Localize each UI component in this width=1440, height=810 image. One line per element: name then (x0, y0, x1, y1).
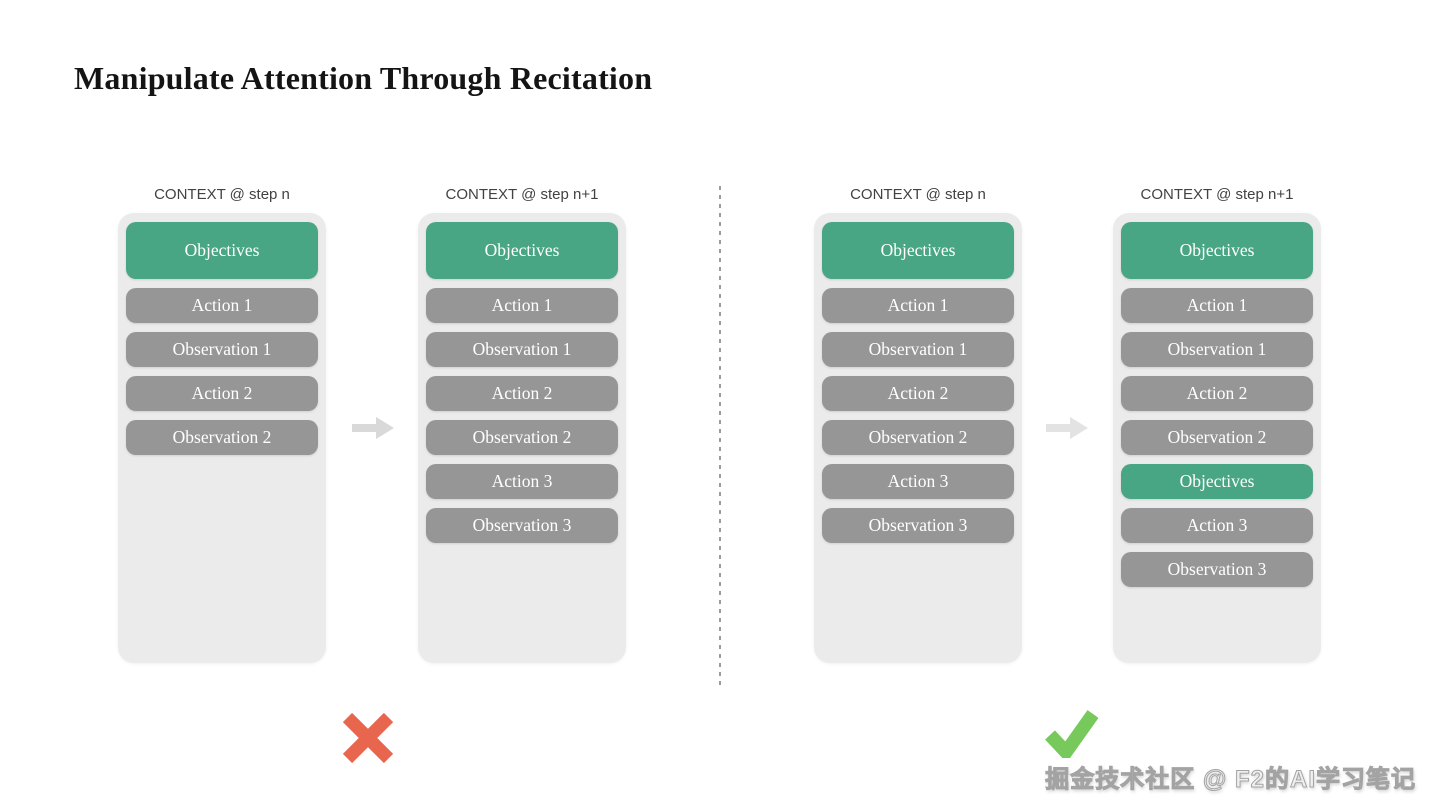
context-item-objectives: Objectives (126, 222, 318, 279)
context-item-observation: Observation 1 (1121, 332, 1313, 367)
context-panel-step-n-right: CONTEXT @ step n Objectives Action 1 Obs… (814, 185, 1022, 663)
context-panel-step-n-left: CONTEXT @ step n Objectives Action 1 Obs… (118, 185, 326, 663)
context-panel: Objectives Action 1 Observation 1 Action… (814, 213, 1022, 663)
dashed-divider (719, 186, 721, 690)
context-item-action: Action 2 (126, 376, 318, 411)
context-item-observation: Observation 3 (822, 508, 1014, 543)
context-item-objectives: Objectives (426, 222, 618, 279)
page-title: Manipulate Attention Through Recitation (74, 60, 653, 96)
context-item-objectives: Objectives (822, 222, 1014, 279)
context-item-action: Action 3 (1121, 508, 1313, 543)
context-item-observation: Observation 3 (426, 508, 618, 543)
context-panel-step-n1-right: CONTEXT @ step n+1 Objectives Action 1 O… (1113, 185, 1321, 663)
context-item-observation: Observation 2 (1121, 420, 1313, 455)
context-panel-header: CONTEXT @ step n (850, 186, 986, 203)
context-item-action: Action 2 (426, 376, 618, 411)
context-item-action: Action 3 (426, 464, 618, 499)
context-item-action: Action 1 (1121, 288, 1313, 323)
context-panel-header: CONTEXT @ step n+1 (1140, 186, 1294, 203)
context-item-observation: Observation 1 (822, 332, 1014, 367)
context-item-observation: Observation 2 (126, 420, 318, 455)
context-panel-header: CONTEXT @ step n (154, 186, 290, 203)
context-item-action: Action 1 (822, 288, 1014, 323)
context-item-action: Action 3 (822, 464, 1014, 499)
context-panel: Objectives Action 1 Observation 1 Action… (118, 213, 326, 663)
context-panel-step-n1-left: CONTEXT @ step n+1 Objectives Action 1 O… (418, 185, 626, 663)
context-panel: Objectives Action 1 Observation 1 Action… (1113, 213, 1321, 663)
right-arrow-icon (1046, 417, 1088, 439)
cross-icon (343, 713, 393, 763)
context-item-observation: Observation 3 (1121, 552, 1313, 587)
context-item-observation: Observation 1 (126, 332, 318, 367)
right-arrow-icon (352, 417, 394, 439)
context-item-objectives-recited: Objectives (1121, 464, 1313, 499)
context-item-action: Action 1 (126, 288, 318, 323)
context-panel: Objectives Action 1 Observation 1 Action… (418, 213, 626, 663)
context-item-action: Action 2 (1121, 376, 1313, 411)
context-item-observation: Observation 1 (426, 332, 618, 367)
context-item-observation: Observation 2 (822, 420, 1014, 455)
context-item-objectives: Objectives (1121, 222, 1313, 279)
context-item-action: Action 2 (822, 376, 1014, 411)
context-item-observation: Observation 2 (426, 420, 618, 455)
context-item-action: Action 1 (426, 288, 618, 323)
watermark: 掘金技术社区 @ F2的AI学习笔记 (1045, 766, 1416, 794)
context-panel-header: CONTEXT @ step n+1 (445, 186, 599, 203)
check-icon (1045, 710, 1098, 758)
